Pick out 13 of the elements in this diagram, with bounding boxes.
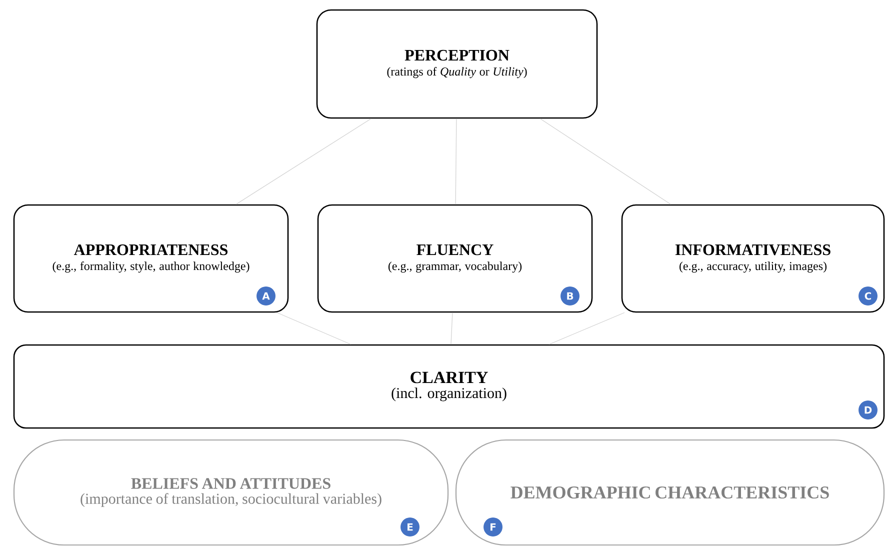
connector-line: [276, 312, 352, 345]
callout-letter: A: [256, 286, 276, 306]
connector-line: [455, 118, 457, 205]
callout-letter: F: [484, 518, 502, 536]
callout-letter: D: [858, 400, 878, 420]
connector-line: [236, 118, 372, 205]
callout-letter: C: [858, 286, 878, 306]
connector-line: [540, 118, 672, 205]
connector-line: [450, 312, 453, 345]
connector-line: [548, 312, 625, 345]
perception-box: PERCEPTION (ratings of Quality or Utility): [316, 9, 598, 119]
callout-letter: E: [400, 518, 420, 536]
callout-letter: B: [560, 286, 580, 306]
